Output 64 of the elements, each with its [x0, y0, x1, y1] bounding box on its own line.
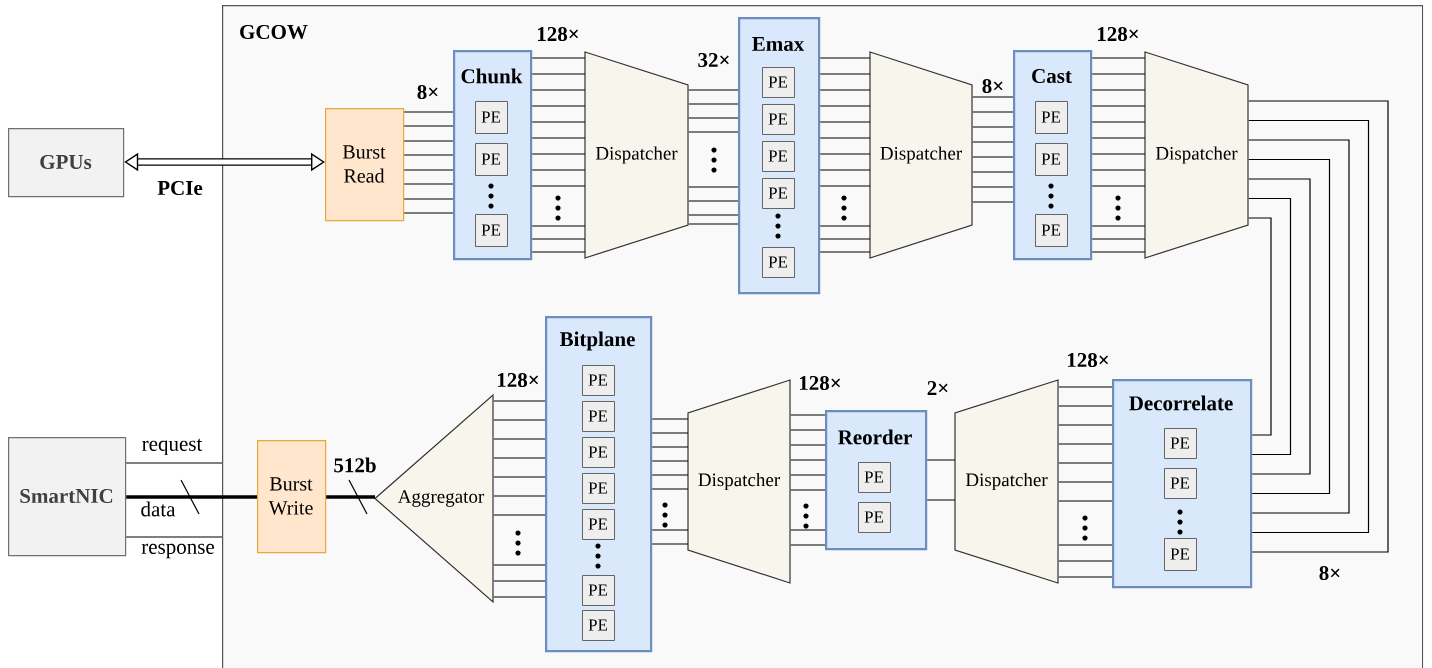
signal-bus [790, 414, 826, 546]
device-box: GPUs [8, 128, 125, 198]
pe-box: PE [762, 67, 795, 98]
edge-label: 8× [982, 78, 1003, 94]
edge-label: 8× [417, 84, 438, 100]
signal-line [326, 495, 375, 499]
signal-bus [531, 57, 586, 253]
pe-box: PE [1035, 143, 1068, 176]
edge-label: request [142, 438, 203, 456]
pe-box: PE [858, 502, 891, 533]
pe-box: PE [1035, 214, 1068, 247]
signal-bus [688, 89, 739, 225]
pe-box: PE [1164, 468, 1197, 499]
pe-box: PE [582, 575, 615, 606]
edge-label: data [141, 501, 176, 517]
dispatcher-trapezoid: Dispatcher [584, 51, 689, 259]
pe-box: PE [1164, 538, 1197, 571]
signal-line [125, 536, 223, 538]
edge-label: 128× [1067, 352, 1109, 368]
pe-box: PE [1164, 428, 1197, 459]
pe-box: PE [762, 104, 795, 135]
signal-bus [926, 459, 956, 501]
edge-label: PCIe [157, 180, 203, 196]
pe-box: PE [582, 610, 615, 641]
pe-box: PE [762, 247, 795, 278]
pe-box: PE [1035, 101, 1068, 134]
edge-label: 512b [334, 457, 376, 473]
dispatcher-trapezoid: Dispatcher [954, 379, 1059, 584]
signal-bus [493, 400, 546, 598]
signal-bus [1091, 57, 1146, 253]
pe-box: PE [475, 101, 508, 134]
dispatcher-trapezoid: Dispatcher [869, 51, 973, 259]
pe-box: PE [475, 143, 508, 176]
edge-label: 128× [799, 375, 841, 391]
pe-box: PE [582, 365, 615, 396]
signal-bus [1058, 386, 1113, 578]
edge-label: 8× [1319, 565, 1340, 581]
signal-line [125, 462, 223, 464]
signal-bus [972, 96, 1014, 203]
device-box: SmartNIC [8, 437, 127, 557]
burst-box: Burst Write [257, 440, 327, 554]
edge-label: 128× [1097, 26, 1139, 42]
edge-label: 2× [927, 381, 948, 395]
pe-box: PE [582, 509, 615, 540]
signal-bus [1248, 100, 1389, 553]
double-arrow [124, 152, 325, 172]
edge-label: 128× [537, 26, 579, 42]
pe-box: PE [858, 462, 891, 493]
pe-box: PE [475, 214, 508, 247]
pe-box: PE [762, 178, 795, 209]
pe-box: PE [582, 401, 615, 432]
signal-bus [819, 57, 871, 253]
signal-line [126, 495, 257, 499]
burst-box: Burst Read [325, 108, 405, 222]
edge-label: response [141, 543, 214, 559]
dispatcher-trapezoid: Dispatcher [1144, 51, 1249, 259]
dispatcher-trapezoid: Dispatcher [687, 379, 791, 584]
signal-bus [403, 111, 454, 214]
pe-box: PE [582, 437, 615, 468]
edge-label: 128× [497, 372, 539, 388]
pe-box: PE [762, 141, 795, 172]
signal-bus [651, 418, 689, 545]
edge-label: 32× [698, 52, 729, 68]
pe-box: PE [582, 473, 615, 504]
